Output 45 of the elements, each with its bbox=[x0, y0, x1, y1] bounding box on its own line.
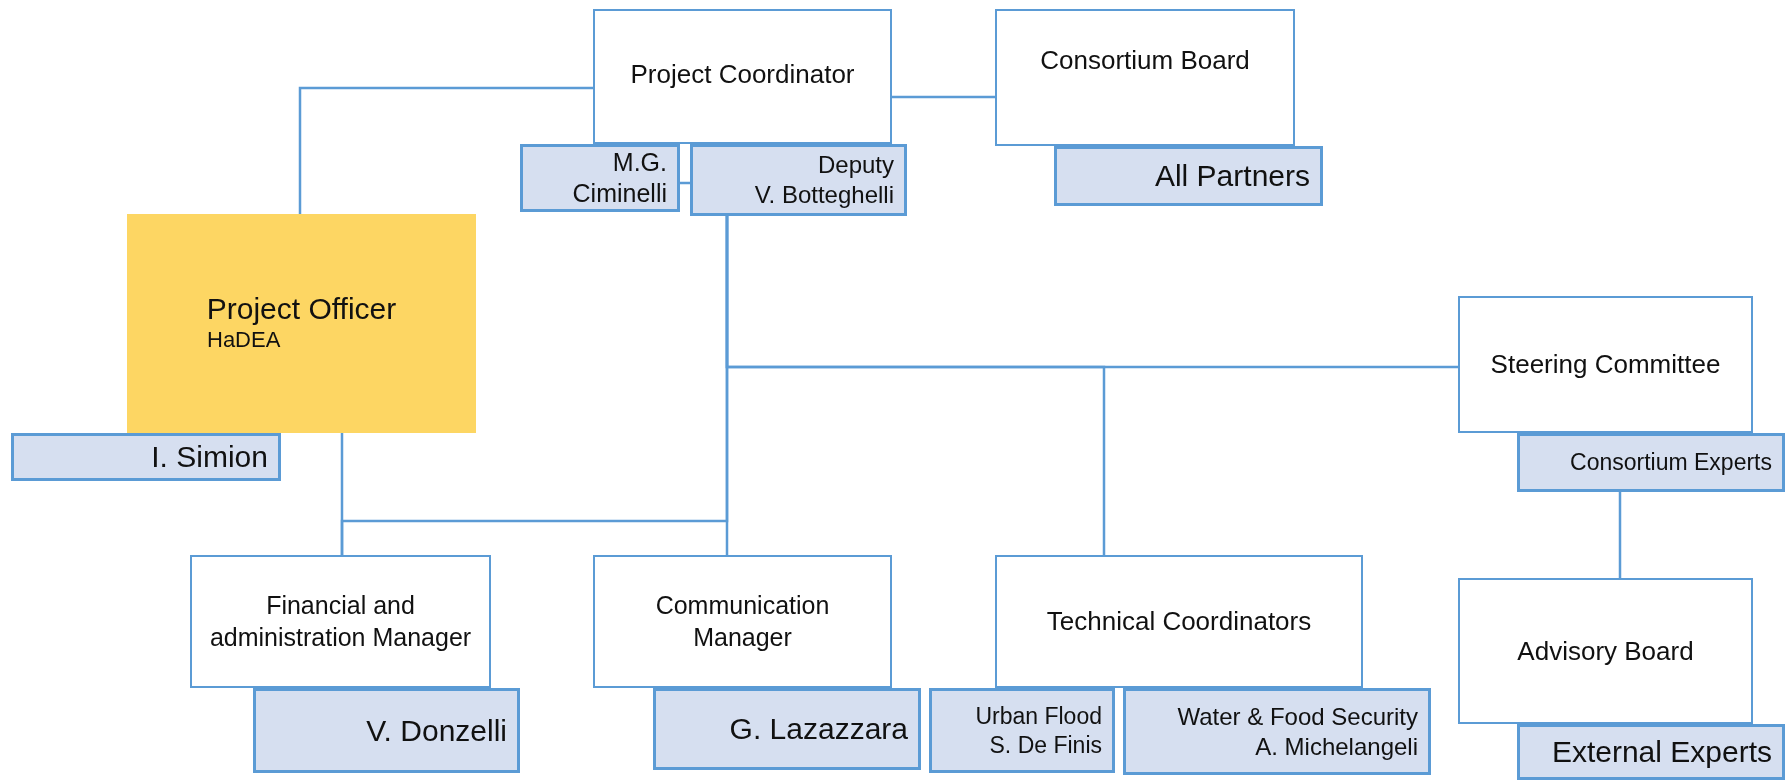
person-name: All Partners bbox=[1154, 158, 1310, 195]
connector-line bbox=[892, 95, 995, 99]
person-name: M.G. Ciminelli bbox=[571, 146, 667, 209]
person-name: Consortium Experts bbox=[1570, 448, 1772, 477]
org-box bbox=[995, 9, 1295, 146]
name-box bbox=[690, 144, 907, 216]
role-title: Financial and administration Manager bbox=[208, 590, 473, 653]
person-name: G. Lazazzara bbox=[729, 711, 908, 748]
person-name: S. De Finis bbox=[989, 730, 1102, 760]
role-title: Technical Coordinators bbox=[1046, 605, 1312, 638]
person-name: Urban Flood bbox=[975, 701, 1102, 731]
role-title: Advisory Board bbox=[1517, 634, 1694, 668]
person-name: Water & Food Security bbox=[1177, 701, 1418, 732]
connector-line bbox=[298, 86, 593, 214]
role-title: Project Officer bbox=[206, 290, 397, 327]
person-name: V. Botteghelli bbox=[754, 180, 894, 210]
org-box bbox=[190, 555, 491, 688]
name-box bbox=[253, 688, 520, 773]
name-box bbox=[1054, 146, 1323, 206]
person-name: External Experts bbox=[1551, 734, 1772, 771]
name-box bbox=[520, 144, 680, 212]
connector-line bbox=[725, 216, 1106, 555]
name-box bbox=[1517, 433, 1785, 492]
connector-line bbox=[340, 433, 344, 555]
officer-box bbox=[127, 214, 476, 433]
person-name: I. Simion bbox=[151, 439, 268, 476]
person-name: A. Michelangeli bbox=[1255, 731, 1418, 762]
name-box bbox=[11, 433, 281, 481]
name-box bbox=[929, 688, 1115, 773]
agency-name: HaDEA bbox=[207, 327, 281, 354]
org-box bbox=[593, 555, 892, 688]
role-title: Steering Committee bbox=[1490, 348, 1721, 381]
org-box bbox=[995, 555, 1363, 688]
name-box bbox=[1123, 688, 1431, 775]
person-name: Deputy bbox=[817, 150, 894, 180]
person-name: V. Donzelli bbox=[366, 712, 507, 749]
name-box bbox=[1517, 724, 1785, 780]
org-box bbox=[1458, 296, 1753, 433]
name-box bbox=[653, 688, 921, 770]
org-box bbox=[1458, 578, 1753, 724]
role-title: Project Coordinator bbox=[630, 58, 855, 91]
role-title: Consortium Board bbox=[1040, 44, 1250, 77]
connector-line bbox=[1618, 492, 1622, 578]
org-box bbox=[593, 9, 892, 144]
role-title: Communication Manager bbox=[654, 590, 831, 653]
